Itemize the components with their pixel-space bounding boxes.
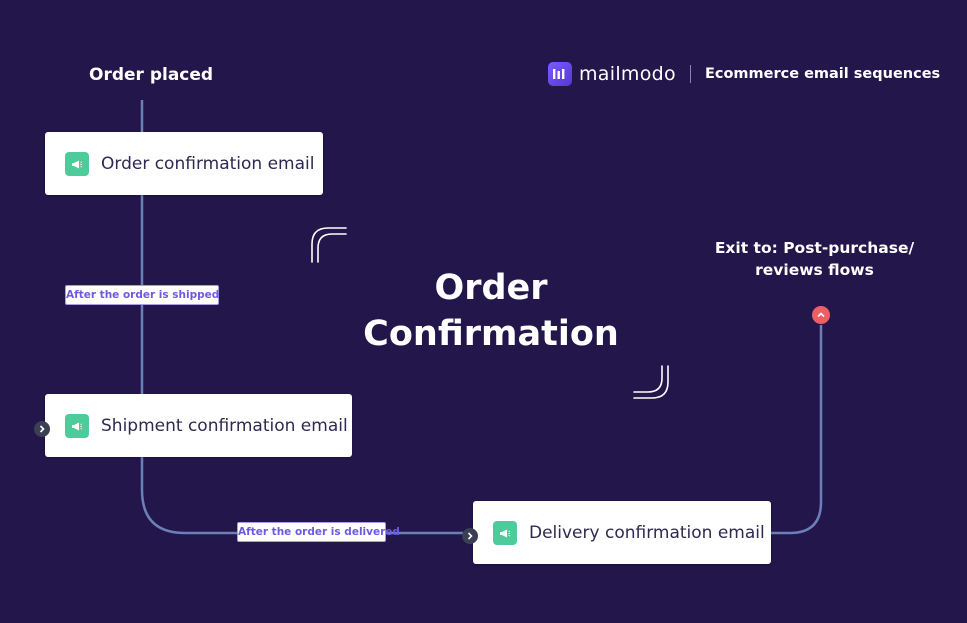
start-label: Order placed — [89, 65, 214, 85]
flow-title-line2: Confirmation — [363, 314, 619, 354]
flow-title-line1: Order — [434, 268, 548, 308]
card-label: Shipment confirmation email — [101, 415, 348, 436]
exit-flow-line — [770, 325, 823, 535]
chevron-right-icon — [34, 421, 50, 437]
card-label: Order confirmation email — [101, 153, 315, 174]
brand-header: mailmodo Ecommerce email sequences — [548, 62, 940, 86]
megaphone-icon — [65, 413, 89, 438]
chevron-right-icon — [462, 528, 478, 544]
exit-label-line1: Exit to: Post-purchase/ — [714, 239, 915, 257]
condition-shipped: After the order is shipped — [65, 285, 219, 305]
main-flow-line — [140, 100, 470, 535]
corner-bracket-top-left — [311, 227, 347, 263]
order-confirmation-card[interactable]: Order confirmation email — [45, 132, 323, 195]
brand-name: mailmodo — [579, 63, 676, 85]
delivery-confirmation-card[interactable]: Delivery confirmation email — [473, 501, 771, 564]
exit-label-line2: reviews flows — [755, 261, 874, 279]
chevron-up-icon — [812, 306, 830, 324]
brand-tagline: Ecommerce email sequences — [704, 66, 941, 82]
card-label: Delivery confirmation email — [529, 522, 765, 543]
brand-divider — [689, 65, 691, 83]
corner-bracket-bottom-right — [633, 365, 669, 399]
mailmodo-logo-icon — [548, 62, 572, 86]
megaphone-icon — [65, 151, 89, 176]
megaphone-icon — [493, 520, 517, 545]
shipment-confirmation-card[interactable]: Shipment confirmation email — [45, 394, 352, 457]
condition-delivered: After the order is delivered — [237, 522, 400, 542]
